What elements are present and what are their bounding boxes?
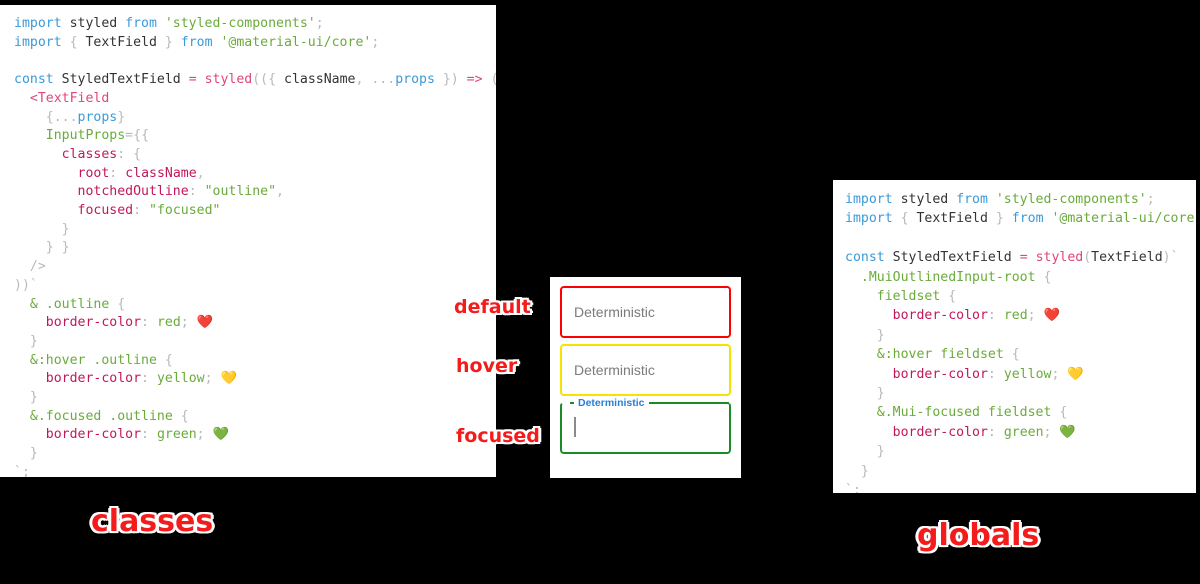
annotation-hover: hover [456,355,518,377]
annotation-default: default [454,296,531,318]
annotation-classes-title: classes [91,504,214,539]
textfield-default-placeholder: Deterministic [574,304,655,320]
code-panel-classes: import styled from 'styled-components'; … [0,5,496,477]
textfield-hover-placeholder: Deterministic [574,362,655,378]
text-caret [574,417,576,437]
code-block-classes[interactable]: import styled from 'styled-components'; … [14,16,496,477]
code-block-globals[interactable]: import styled from 'styled-components'; … [845,192,1196,493]
annotation-focused: focused [456,425,540,447]
code-panel-globals: import styled from 'styled-components'; … [833,180,1196,493]
textfield-focused-label: Deterministic [575,396,648,410]
textfield-hover[interactable]: Deterministic [560,344,731,396]
annotation-globals-title: globals [917,518,1040,553]
textfield-demo-panel: Deterministic Deterministic Deterministi… [550,277,741,478]
textfield-default[interactable]: Deterministic [560,286,731,338]
textfield-focused[interactable]: Deterministic [560,396,731,454]
notched-outline [570,402,729,404]
